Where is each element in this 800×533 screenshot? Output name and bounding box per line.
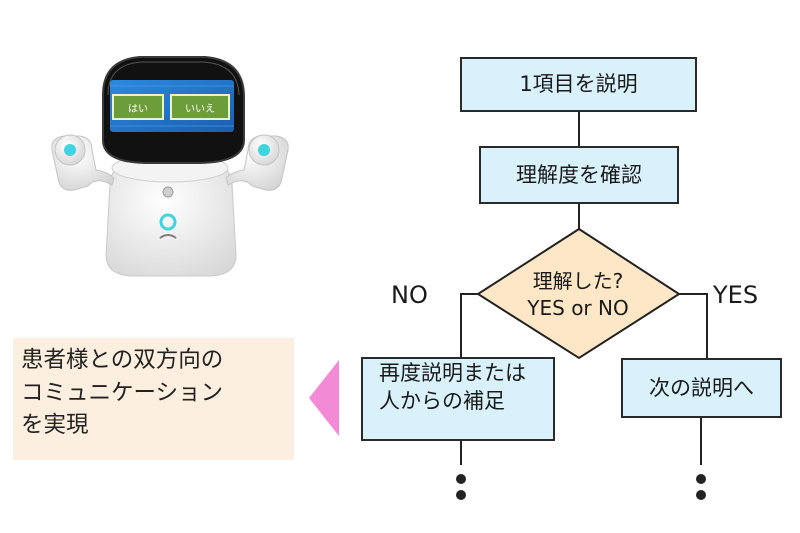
step-check-understanding: 理解度を確認 xyxy=(479,146,679,204)
robot-no-button: いいえ xyxy=(170,94,230,120)
no-action-box: 再度説明または 人からの補足 xyxy=(361,357,555,441)
yes-action-label: 次の説明へ xyxy=(649,375,754,400)
yes-branch-label: YES xyxy=(713,281,759,309)
step-explain-item: 1項目を説明 xyxy=(460,57,697,112)
pink-arrow-icon xyxy=(309,360,339,436)
robot-yes-button: はい xyxy=(112,94,164,120)
decision-line-1: 理解した? xyxy=(532,269,624,293)
decision-line-2: YES or NO xyxy=(527,296,629,320)
callout-line-2: コミュニケーション xyxy=(21,379,224,406)
no-branch-label: NO xyxy=(391,281,428,309)
yes-action-box: 次の説明へ xyxy=(621,358,782,418)
robot-illustration xyxy=(51,56,289,277)
callout-line-1: 患者様との双方向の xyxy=(21,347,224,373)
no-action-line-2: 人からの補足 xyxy=(379,389,505,414)
decision-text: 理解した? YES or NO xyxy=(478,258,678,332)
callout-line-3: を実現 xyxy=(21,412,89,439)
no-action-line-1: 再度説明または xyxy=(379,361,526,385)
step-check-understanding-label: 理解度を確認 xyxy=(516,162,642,187)
decision-diamond xyxy=(476,227,681,360)
callout-box: 患者様との双方向の コミュニケーション を実現 xyxy=(13,338,294,460)
step-explain-item-label: 1項目を説明 xyxy=(519,72,638,97)
